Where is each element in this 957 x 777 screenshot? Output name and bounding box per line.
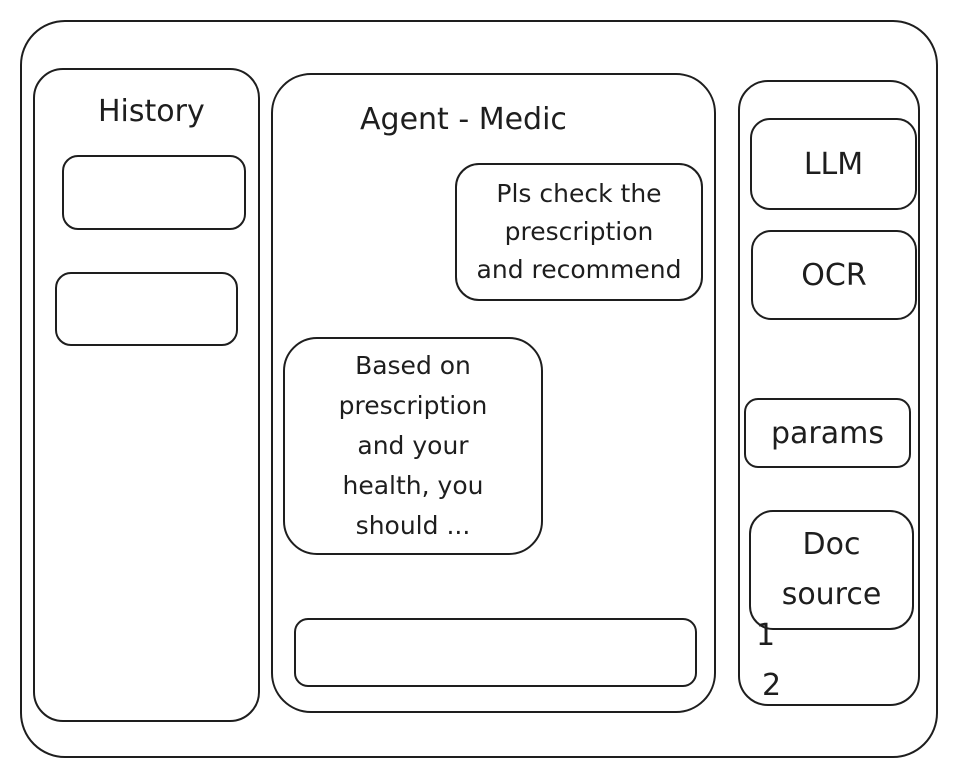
history-panel <box>33 68 260 722</box>
doc-source-label: Doc source <box>781 527 882 612</box>
doc-source-button[interactable]: Doc source <box>749 510 914 630</box>
doc-list-item[interactable]: 2 <box>762 668 782 703</box>
chat-panel <box>271 73 716 713</box>
chat-input[interactable] <box>294 618 697 687</box>
agent-message-bubble: Based on prescription and your health, y… <box>283 337 543 555</box>
app-window <box>20 20 938 758</box>
agent-message-text: Based on prescription and your health, y… <box>338 351 488 540</box>
chat-title: Agent - Medic <box>360 102 567 137</box>
params-button[interactable]: params <box>744 398 911 468</box>
ocr-label: OCR <box>801 257 867 293</box>
user-message-bubble: Pls check the prescription and recommend <box>455 163 703 301</box>
llm-button[interactable]: LLM <box>750 118 917 210</box>
user-message-text: Pls check the prescription and recommend <box>476 179 682 284</box>
history-item[interactable] <box>62 155 246 230</box>
settings-panel <box>738 80 920 706</box>
llm-label: LLM <box>803 146 864 182</box>
params-label: params <box>771 415 884 451</box>
history-title: History <box>98 94 205 129</box>
history-item[interactable] <box>55 272 238 346</box>
doc-list-item[interactable]: 1 <box>756 618 776 653</box>
ocr-button[interactable]: OCR <box>751 230 917 320</box>
